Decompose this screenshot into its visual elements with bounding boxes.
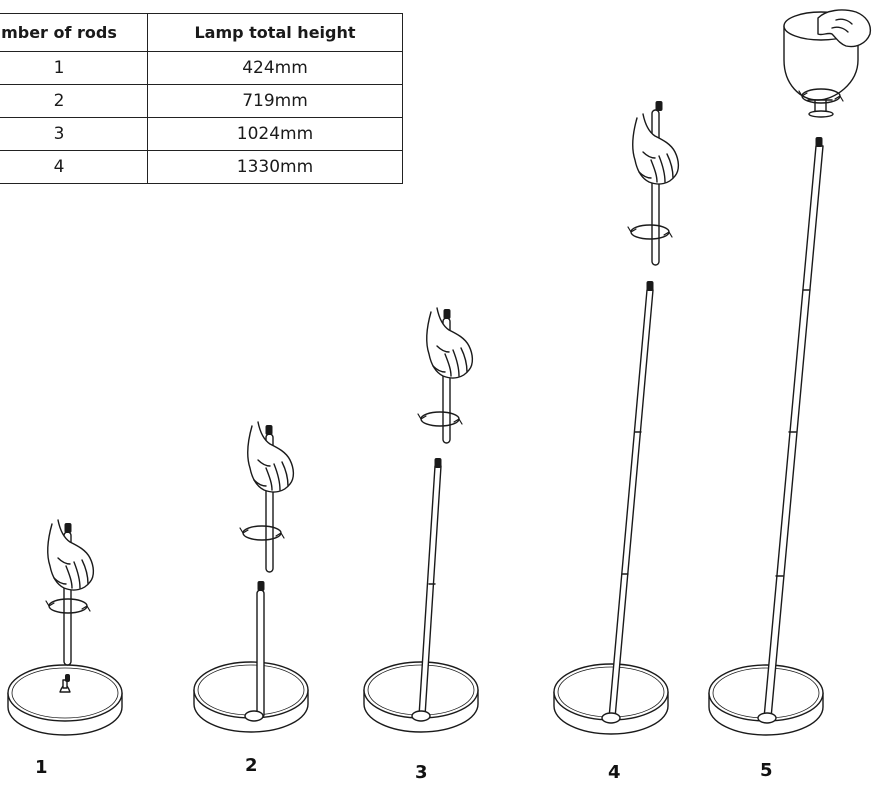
cell-height: 719mm	[147, 84, 403, 118]
rotate-arrow-icon	[417, 411, 463, 427]
rotate-arrow-icon	[627, 224, 673, 240]
step-label-1: 1	[35, 757, 48, 778]
table-row: 3 1024mm	[0, 117, 403, 151]
header-lamp-total-height: Lamp total height	[147, 13, 403, 52]
step-5-drawing	[708, 9, 872, 736]
step-2-drawing	[193, 421, 309, 733]
step-label-3: 3	[415, 762, 428, 783]
step-label-2: 2	[245, 755, 258, 776]
step-3-drawing	[363, 307, 479, 733]
cell-rods: 4	[0, 150, 148, 184]
table-row: 4 1330mm	[0, 150, 403, 184]
cell-height: 1024mm	[147, 117, 403, 151]
step-label-5: 5	[760, 760, 773, 781]
rotate-arrow-icon	[239, 525, 285, 541]
step-label-4: 4	[608, 762, 621, 783]
table-header-row: mber of rods Lamp total height	[0, 13, 403, 52]
step-1-drawing	[7, 519, 123, 736]
step-4-drawing	[553, 100, 680, 735]
rod-height-table: mber of rods Lamp total height 1 424mm 2…	[0, 13, 403, 184]
cell-height: 1330mm	[147, 150, 403, 184]
header-number-of-rods: mber of rods	[0, 13, 148, 52]
cell-height: 424mm	[147, 51, 403, 85]
cell-rods: 3	[0, 117, 148, 151]
